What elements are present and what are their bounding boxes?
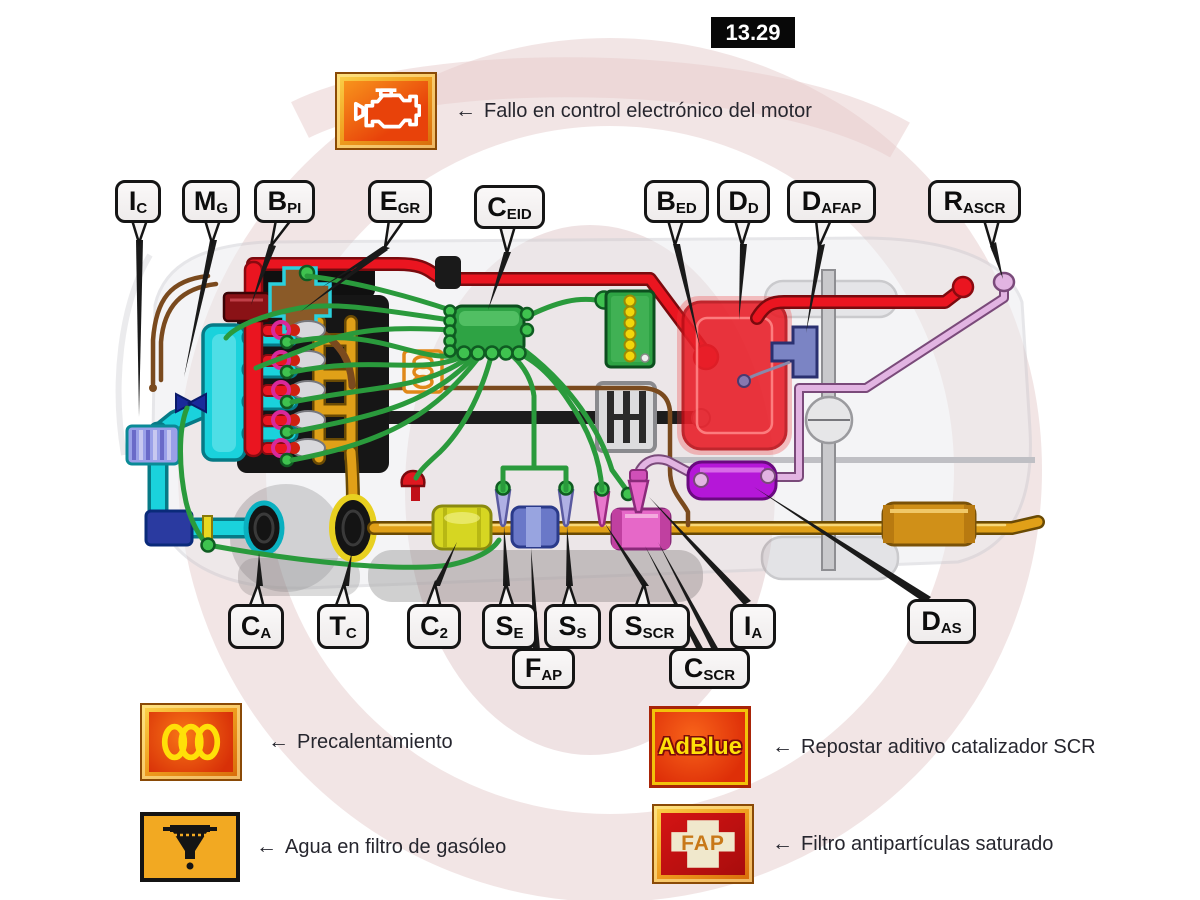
fuel-tank: [681, 300, 788, 451]
exhaust-line: [367, 501, 1045, 547]
particulate-filter: [510, 505, 560, 549]
glow-plug-lamp-icon: [140, 703, 242, 781]
intercooler: [125, 421, 181, 526]
glow-coil-glyph: [161, 723, 221, 761]
left-arrow-icon: ←: [268, 730, 289, 753]
air-inlet: [144, 509, 194, 547]
left-arrow-icon: ←: [256, 835, 277, 858]
fuel-line-clamp: [435, 256, 461, 289]
page-number-badge: 13.29: [711, 17, 795, 48]
common-rail: [243, 260, 264, 458]
page-number: 13.29: [725, 19, 781, 45]
adblue-word: AdBlue: [658, 733, 742, 760]
engine-glyph: [353, 88, 421, 129]
warning-row-glow: ←Precalentamiento: [140, 703, 453, 781]
adblue-lamp-icon: AdBlue: [649, 706, 751, 788]
warning-row-adblue: AdBlue ←Repostar aditivo catalizador SCR: [649, 706, 1096, 788]
left-arrow-icon: ←: [772, 832, 793, 855]
throttle-valve-icon: [175, 392, 207, 414]
adblue-circuit: [627, 271, 1016, 514]
diagnostic-connector: [594, 289, 656, 369]
afap-doser: [737, 325, 819, 388]
warning-text-fap: ←Filtro antipartículas saturado: [772, 832, 1054, 855]
water-in-fuel-lamp-icon: [140, 812, 240, 882]
gear-linkage: [595, 381, 657, 453]
fuel-filler: [951, 275, 975, 299]
warning-text-engine: ←Fallo en control electrónico del motor: [455, 99, 812, 122]
water-filter-glyph: [163, 825, 217, 870]
fap-word: FAP: [681, 832, 725, 855]
warning-row-water: ←Agua en filtro de gasóleo: [140, 812, 506, 882]
check-engine-lamp-icon: [335, 72, 437, 150]
adblue-filler: [992, 271, 1016, 293]
ecu: [443, 304, 535, 361]
fap-filter-glyph: FAP: [671, 820, 735, 868]
oxidation-catalyst: [431, 504, 493, 551]
warning-row-engine: ←Fallo en control electrónico del motor: [335, 72, 812, 150]
pointer-lines: [136, 240, 1003, 650]
warning-text-glow: ←Precalentamiento: [268, 730, 453, 753]
warning-row-fap: FAP ←Filtro antipartículas saturado: [652, 804, 1053, 884]
warning-text-adblue: ←Repostar aditivo catalizador SCR: [772, 735, 1096, 758]
warning-text-water: ←Agua en filtro de gasóleo: [256, 835, 507, 858]
fap-lamp-icon: FAP: [652, 804, 754, 884]
adblue-injector: [627, 469, 650, 514]
left-arrow-icon: ←: [455, 99, 476, 122]
scr-catalyst: [610, 507, 672, 551]
left-arrow-icon: ←: [772, 735, 793, 758]
